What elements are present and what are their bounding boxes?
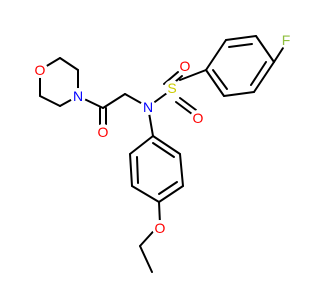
bond [273,47,284,63]
bond [139,245,153,273]
bond [179,69,207,81]
bond [158,181,178,195]
atom-label: O [193,110,204,126]
atom-labels: O N O N S O O F [32,32,294,236]
sulfonyl-oxygen-bottom-atom: O [190,110,206,126]
bond [175,101,193,115]
atom-label: N [143,99,153,115]
atom-label: O [98,124,109,140]
atom-label: S [167,80,176,96]
bond [102,93,126,109]
bonds [39,35,284,273]
bond [250,61,267,86]
sulfonamide-nitrogen-atom: N [140,99,156,115]
sulfonyl-oxygen-top-atom: O [177,58,193,74]
bond [152,135,181,155]
bond [225,35,257,41]
atom-label: F [282,32,291,48]
fluorine-atom: F [278,32,294,48]
bond [212,69,228,90]
bond [152,142,175,158]
morpholine-nitrogen-atom: N [70,88,86,104]
bond [179,153,184,187]
bond [131,185,160,203]
sulfur-atom: S [164,80,180,96]
bond [228,43,253,48]
bond [59,57,79,71]
bond [163,71,179,85]
bond [253,61,275,93]
bond [205,69,225,97]
morpholine-oxygen-atom: O [32,62,48,78]
bond [129,153,133,187]
bond [179,97,197,111]
bond [129,135,154,155]
atom-label: N [73,88,83,104]
atom-label: O [35,62,46,78]
carbonyl-oxygen-atom: O [95,124,111,140]
bond [158,185,184,203]
atom-label: O [180,58,191,74]
bond [136,156,139,184]
bond [255,35,275,63]
ether-oxygen-atom: O [152,220,168,236]
bond [39,95,61,107]
bond [205,39,227,71]
chemical-structure: O N O N S O O F [32,32,294,273]
bond [223,91,255,97]
atom-label: O [155,220,166,236]
